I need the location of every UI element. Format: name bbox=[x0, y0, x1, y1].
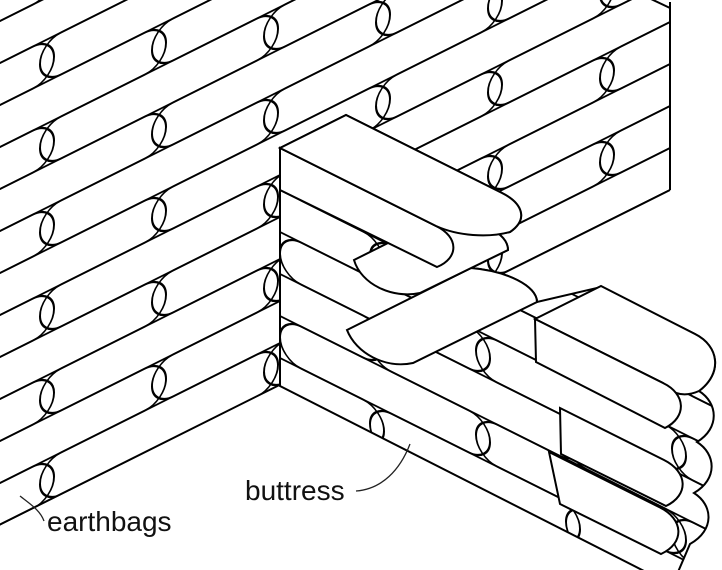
buttress-bag bbox=[277, 113, 523, 237]
earthbags-label: earthbags bbox=[47, 506, 172, 537]
buttress-leader-line bbox=[355, 443, 411, 492]
buttress-label: buttress bbox=[245, 475, 345, 506]
buttress-bag bbox=[558, 406, 684, 508]
buttress-bag bbox=[533, 317, 682, 430]
wall-top-edge bbox=[650, 0, 671, 9]
buttress-bag bbox=[345, 266, 539, 366]
buttress-step-bags bbox=[277, 113, 716, 556]
buttress-bag bbox=[547, 450, 680, 556]
earthbags-leader-line bbox=[19, 495, 45, 522]
buttress bbox=[277, 113, 716, 570]
